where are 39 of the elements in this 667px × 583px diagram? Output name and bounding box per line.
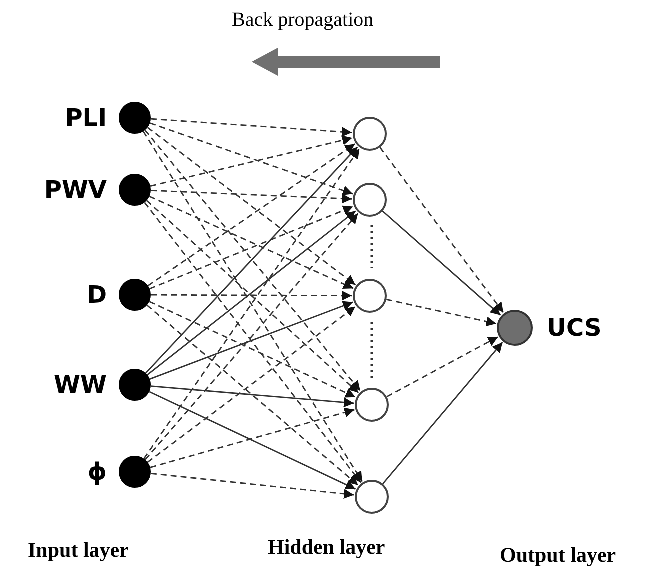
arrow xyxy=(150,386,354,408)
layer-label: Output layer xyxy=(500,545,616,566)
neuron-label: PWV xyxy=(44,178,107,202)
input-neuron xyxy=(119,174,151,206)
arrow xyxy=(147,210,356,376)
hidden-neuron xyxy=(353,279,387,313)
hidden-neuron xyxy=(355,388,389,422)
layer-label: Input layer xyxy=(28,540,129,561)
arrow xyxy=(150,190,352,204)
neuron-label: ϕ xyxy=(88,460,107,484)
arrow xyxy=(150,136,353,187)
arrow xyxy=(386,336,499,398)
arrow xyxy=(149,391,356,490)
hidden-neuron xyxy=(353,183,387,217)
title-text: Back propagation xyxy=(232,10,374,30)
arrow xyxy=(386,298,497,327)
layer-label: Hidden layer xyxy=(268,537,386,558)
neuron-label: D xyxy=(87,283,107,307)
arrow xyxy=(149,301,356,398)
input-neuron xyxy=(119,102,151,134)
arrow xyxy=(382,210,502,316)
arrow xyxy=(150,301,354,380)
neuron-label: WW xyxy=(54,373,107,397)
arrow xyxy=(380,147,504,314)
arrow xyxy=(150,472,354,500)
neuron-label: UCS xyxy=(547,316,602,340)
arrow xyxy=(151,290,352,301)
arrow xyxy=(146,200,360,394)
input-neuron xyxy=(119,369,151,401)
hidden-neuron xyxy=(353,117,387,151)
input-neuron xyxy=(119,279,151,311)
arrow xyxy=(382,342,504,484)
neuron-label: PLI xyxy=(65,106,107,130)
arrow xyxy=(150,408,355,468)
hidden-neuron xyxy=(355,480,389,514)
output-neuron xyxy=(497,310,533,346)
arrow xyxy=(150,122,354,196)
arrow xyxy=(150,118,352,138)
input-neuron xyxy=(119,456,151,488)
